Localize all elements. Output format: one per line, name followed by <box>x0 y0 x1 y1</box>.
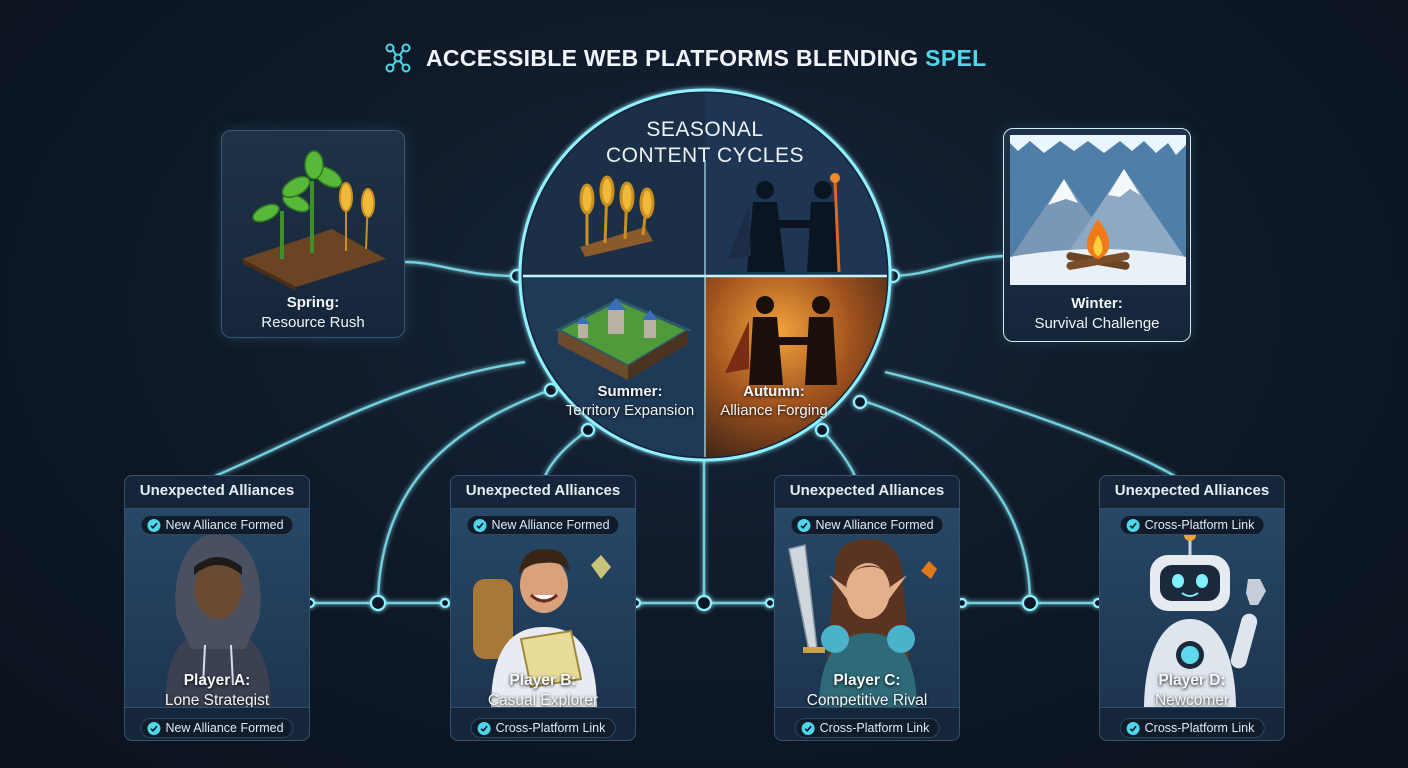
player-portrait: Cross-Platform Link Player D: Newcomer <box>1100 508 1284 708</box>
player-portrait: New Alliance Formed Player A: Lone Strat… <box>125 508 309 708</box>
check-icon <box>473 519 486 532</box>
node-dot <box>1023 596 1037 610</box>
hub-title: SEASONAL CONTENT CYCLES <box>580 117 830 169</box>
link-hub-player-a <box>215 362 525 476</box>
status-badge: New Alliance Formed <box>466 515 619 535</box>
check-icon <box>147 519 160 532</box>
link-hub-player-c <box>822 430 855 476</box>
player-name: Player B: Casual Explorer <box>451 671 635 708</box>
hub-title-line2: CONTENT CYCLES <box>580 143 830 169</box>
player-card-header: Unexpected Alliances <box>775 482 959 499</box>
page-title: ACCESSIBLE WEB PLATFORMS BLENDING SPEL <box>380 38 1060 78</box>
node-dot <box>697 596 711 610</box>
node-dot <box>371 596 385 610</box>
winter-name: Winter: <box>1004 294 1190 314</box>
check-icon <box>1127 519 1140 532</box>
check-icon <box>147 722 160 735</box>
title-text: ACCESSIBLE WEB PLATFORMS BLENDING <box>426 45 925 71</box>
winter-desc: Survival Challenge <box>1034 315 1159 332</box>
summer-label: Summer: Territory Expansion <box>555 382 705 420</box>
status-badge: Cross-Platform Link <box>1120 515 1265 535</box>
status-badge: New Alliance Formed <box>790 515 943 535</box>
title-accent: SPEL <box>925 45 986 71</box>
summer-desc: Territory Expansion <box>566 402 694 419</box>
player-card-a: Unexpected Alliances New Alliance Formed… <box>124 475 310 741</box>
player-portrait: New Alliance Formed Player C: Competitiv… <box>775 508 959 708</box>
player-card-header: Unexpected Alliances <box>1100 482 1284 499</box>
link-spring-hub <box>405 262 520 276</box>
link-hub-player-d <box>885 372 1175 476</box>
check-icon <box>797 519 810 532</box>
autumn-name: Autumn: <box>708 382 840 401</box>
player-card-header: Unexpected Alliances <box>451 482 635 499</box>
spring-desc: Resource Rush <box>261 314 364 331</box>
autumn-desc: Alliance Forging <box>720 402 828 419</box>
wheat-icon <box>340 183 374 251</box>
player-card-b: Unexpected Alliances New Alliance Formed… <box>450 475 636 741</box>
player-card-c: Unexpected Alliances New Alliance Formed… <box>774 475 960 741</box>
node-dot <box>766 599 774 607</box>
check-icon <box>478 722 491 735</box>
status-badge: New Alliance Formed <box>140 718 293 738</box>
node-dot <box>582 424 594 436</box>
summer-name: Summer: <box>555 382 705 401</box>
status-badge: New Alliance Formed <box>140 515 293 535</box>
campfire-icon <box>1004 129 1192 289</box>
link-winter-hub <box>890 256 1003 276</box>
node-dot <box>441 599 449 607</box>
season-card-winter: Winter: Survival Challenge <box>1003 128 1191 342</box>
node-dot <box>854 396 866 408</box>
player-name: Player A: Lone Strategist <box>125 671 309 708</box>
status-badge: Cross-Platform Link <box>471 718 616 738</box>
check-icon <box>802 722 815 735</box>
player-name: Player D: Newcomer <box>1100 671 1284 708</box>
player-card-d: Unexpected Alliances Cross-Platform Link… <box>1099 475 1285 741</box>
player-card-header: Unexpected Alliances <box>125 482 309 499</box>
link-hub-player-b <box>545 430 588 476</box>
plant-icon <box>222 141 406 291</box>
hub-title-line1: SEASONAL <box>580 117 830 143</box>
status-badge: Cross-Platform Link <box>1120 718 1265 738</box>
player-name: Player C: Competitive Rival <box>775 671 959 708</box>
season-card-spring: Spring: Resource Rush <box>221 130 405 338</box>
check-icon <box>1127 722 1140 735</box>
status-badge: Cross-Platform Link <box>795 718 940 738</box>
autumn-label: Autumn: Alliance Forging <box>708 382 840 420</box>
player-portrait: New Alliance Formed Player B: Casual Exp… <box>451 508 635 708</box>
spring-name: Spring: <box>222 293 404 313</box>
node-dot <box>816 424 828 436</box>
